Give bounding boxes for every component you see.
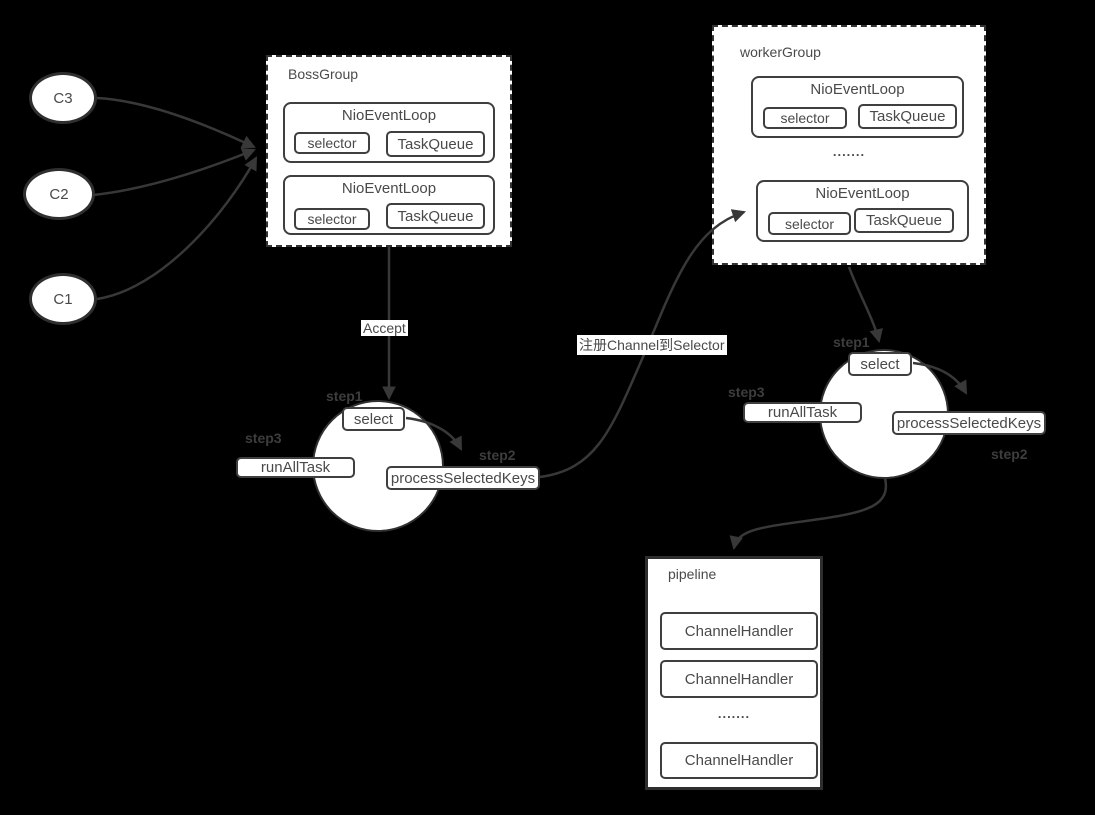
worker-nioeventloop-1-title: NioEventLoop <box>810 81 905 98</box>
arrow-c1-to-bossgroup <box>96 156 258 301</box>
client-label: C2 <box>49 185 69 203</box>
boss-cycle-runalltask: runAllTask <box>236 457 355 478</box>
client-label: C1 <box>53 290 73 308</box>
worker-selector-2: selector <box>768 212 851 235</box>
boss-nioeventloop-2-title: NioEventLoop <box>341 180 437 197</box>
arrow-worker-cycle-to-pipeline <box>729 477 888 551</box>
worker-cycle-processselectedkeys: processSelectedKeys <box>892 411 1046 435</box>
boss-cycle-step1-label: step1 <box>326 388 363 404</box>
worker-cycle-step1-label: step1 <box>833 334 870 350</box>
worker-cycle-step3-label: step3 <box>728 384 765 400</box>
boss-taskqueue-2: TaskQueue <box>386 203 485 229</box>
client-node-c2: C2 <box>23 168 95 220</box>
boss-nioeventloop-1-title: NioEventLoop <box>341 107 437 124</box>
boss-cycle-step3-label: step3 <box>245 430 282 446</box>
channel-handler-3: ChannelHandler <box>660 742 818 779</box>
pipeline-title: pipeline <box>668 566 717 582</box>
accept-edge-label: Accept <box>361 320 408 336</box>
client-node-c1: C1 <box>29 273 97 325</box>
boss-selector-1: selector <box>294 132 370 154</box>
worker-taskqueue-2: TaskQueue <box>854 208 954 233</box>
boss-taskqueue-1: TaskQueue <box>386 131 485 157</box>
arrow-c2-to-bossgroup <box>92 148 256 197</box>
worker-cycle-runalltask: runAllTask <box>743 402 862 423</box>
worker-cycle-select: select <box>848 352 912 376</box>
channel-handler-2: ChannelHandler <box>660 660 818 698</box>
boss-cycle-step2-label: step2 <box>479 447 516 463</box>
worker-cycle-step2-label: step2 <box>991 446 1028 462</box>
worker-taskqueue-1: TaskQueue <box>858 104 957 129</box>
arrow-c3-to-bossgroup <box>96 96 256 149</box>
register-channel-edge-label: 注册Channel到Selector <box>577 335 727 355</box>
boss-cycle-processselectedkeys: processSelectedKeys <box>386 466 540 490</box>
channel-handler-1: ChannelHandler <box>660 612 818 650</box>
worker-nioeventloop-2-title: NioEventLoop <box>815 185 910 202</box>
client-label: C3 <box>53 89 73 107</box>
boss-selector-2: selector <box>294 208 370 230</box>
worker-group-title: workerGroup <box>740 44 821 60</box>
worker-group-ellipsis: ....... <box>832 144 866 159</box>
pipeline-ellipsis: ....... <box>717 706 751 721</box>
arrow-workergroup-to-worker-select <box>847 266 883 344</box>
boss-group-title: BossGroup <box>288 66 359 82</box>
worker-selector-1: selector <box>763 107 847 129</box>
client-node-c3: C3 <box>29 72 97 124</box>
boss-cycle-select: select <box>342 407 405 431</box>
